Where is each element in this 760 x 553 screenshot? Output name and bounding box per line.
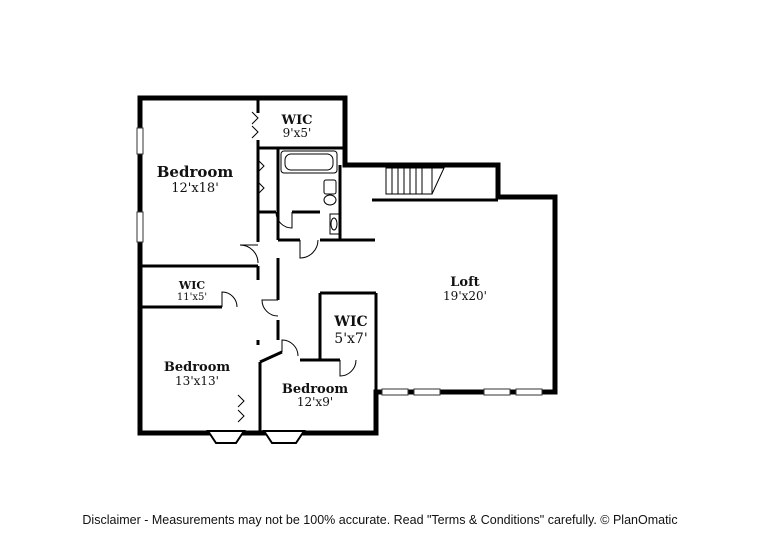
bedroom-master-name: Bedroom — [157, 163, 234, 181]
wic-top-size: 9'x5' — [283, 126, 312, 140]
bedroom-master-size: 12'x18' — [171, 181, 219, 196]
room-labels: Bedroom 12'x18' WIC 9'x5' WIC 11'x5' WIC… — [157, 113, 487, 409]
bedroom-lower-left-size: 13'x13' — [175, 374, 219, 388]
interior-walls — [140, 98, 498, 433]
wic-top-name: WIC — [280, 113, 312, 128]
bedroom-lower-mid-size: 12'x9' — [297, 395, 333, 409]
toilet-icon — [323, 179, 337, 195]
door-swings — [221, 211, 357, 377]
bedroom-lower-left-name: Bedroom — [164, 360, 231, 375]
staircase — [385, 167, 445, 195]
wic-center-size: 5'x7' — [334, 331, 367, 347]
loft-name: Loft — [450, 275, 479, 290]
closet-doors — [237, 111, 265, 423]
bathroom-fixtures — [280, 150, 340, 235]
wic-left-size: 11'x5' — [177, 292, 207, 303]
wic-left-name: WIC — [178, 279, 205, 292]
bedroom-lower-mid-name: Bedroom — [282, 382, 349, 397]
loft-size: 19'x20' — [443, 289, 487, 303]
wic-center-name: WIC — [333, 314, 367, 330]
disclaimer-text: Disclaimer - Measurements may not be 100… — [82, 513, 678, 527]
bay-windows — [206, 430, 306, 444]
windows — [136, 127, 543, 396]
